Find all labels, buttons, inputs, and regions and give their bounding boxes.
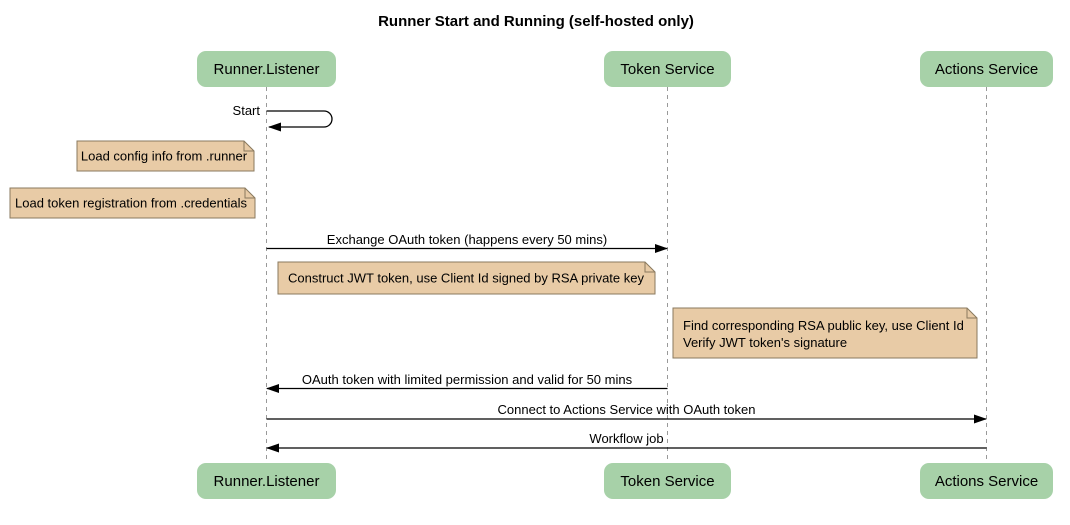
self-message-arrow: [266, 110, 333, 132]
participant-box: [604, 51, 731, 87]
message-start-self: Start: [233, 103, 333, 132]
diagram-title: Runner Start and Running (self-hosted on…: [378, 13, 694, 30]
participant-box: [197, 51, 336, 87]
note-fold-corner: [644, 262, 655, 273]
note-body: [672, 307, 978, 359]
note-load-config: Load config info from .runner: [76, 140, 255, 172]
participant-label: Actions Service: [935, 473, 1038, 490]
participant-label: Token Service: [620, 61, 714, 78]
participant-top-actions-service: Actions Service: [920, 51, 1053, 87]
participant-label: Actions Service: [935, 61, 1038, 78]
note-construct-jwt: Construct JWT token, use Client Id signe…: [277, 261, 656, 295]
participant-box: [197, 463, 336, 499]
note-text: Load token registration from .credential…: [15, 196, 247, 211]
participant-label: Runner.Listener: [214, 473, 320, 490]
participant-bottom-token-service: Token Service: [604, 463, 731, 499]
note-body: [9, 187, 256, 219]
participant-box: [604, 463, 731, 499]
participant-bottom-actions-service: Actions Service: [920, 463, 1053, 499]
participant-box: [920, 51, 1053, 87]
message-label: Connect to Actions Service with OAuth to…: [498, 402, 756, 417]
message-connect-actions: Connect to Actions Service with OAuth to…: [266, 402, 987, 424]
participant-box: [920, 463, 1053, 499]
message-label: Workflow job: [589, 431, 663, 446]
message-label: Exchange OAuth token (happens every 50 m…: [327, 232, 607, 247]
message-oauth-token-return: OAuth token with limited permission and …: [266, 372, 668, 393]
participant-top-token-service: Token Service: [604, 51, 731, 87]
participant-bottom-runner-listener: Runner.Listener: [197, 463, 336, 499]
participant-label: Runner.Listener: [214, 61, 320, 78]
note-body: [76, 140, 255, 172]
note-verify-jwt: Find corresponding RSA public key, use C…: [672, 307, 978, 359]
note-text-line2: Verify JWT token's signature: [683, 335, 847, 350]
note-text: Construct JWT token, use Client Id signe…: [288, 271, 644, 286]
note-fold-corner: [243, 141, 254, 152]
note-fold-corner: [244, 188, 255, 199]
note-fold-corner: [966, 308, 977, 319]
note-load-token-registration: Load token registration from .credential…: [9, 187, 256, 219]
note-text: Load config info from .runner: [81, 149, 248, 164]
message-label: Start: [233, 103, 261, 118]
note-text-line1: Find corresponding RSA public key, use C…: [683, 318, 964, 333]
participant-top-runner-listener: Runner.Listener: [197, 51, 336, 87]
message-label: OAuth token with limited permission and …: [302, 372, 633, 387]
message-workflow-job: Workflow job: [266, 431, 987, 453]
note-body: [277, 261, 656, 295]
participant-label: Token Service: [620, 473, 714, 490]
message-exchange-oauth: Exchange OAuth token (happens every 50 m…: [266, 232, 668, 253]
